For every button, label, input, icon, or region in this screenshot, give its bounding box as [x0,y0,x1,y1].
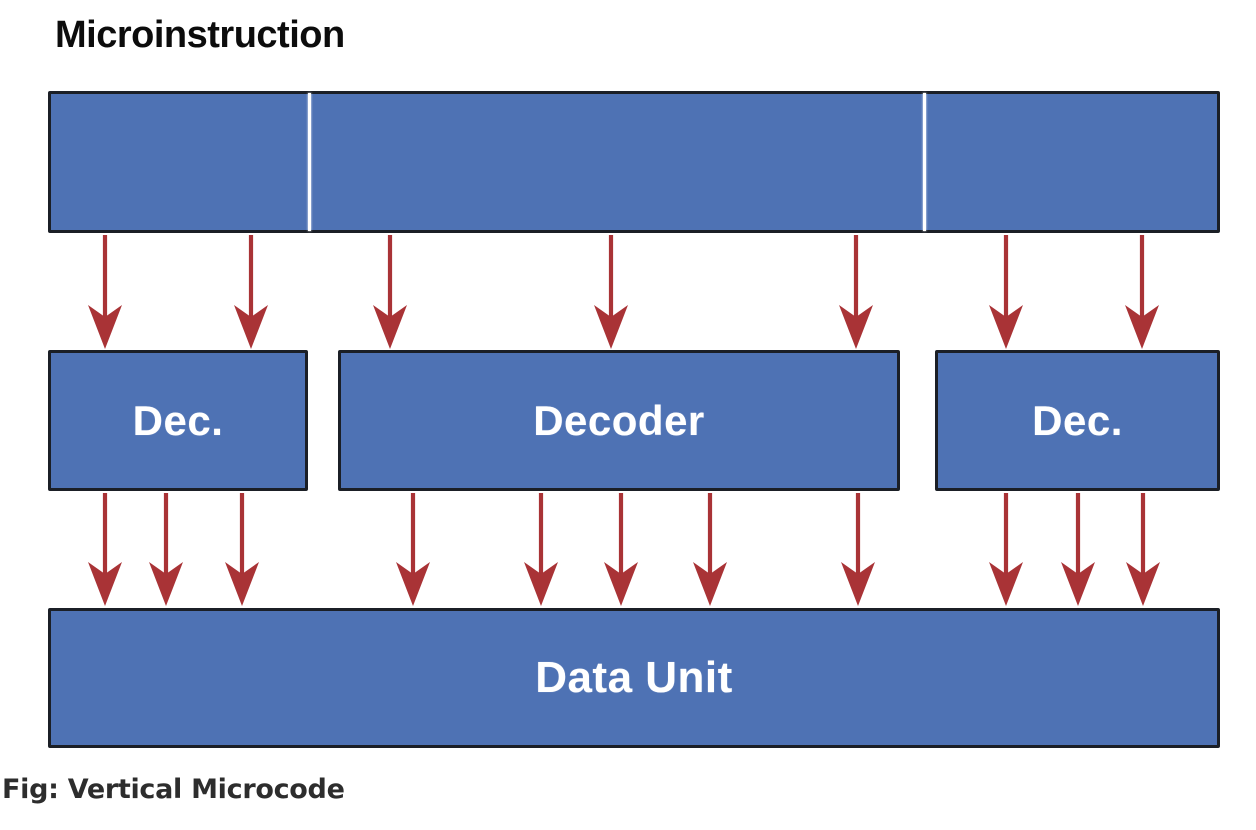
data-unit-label: Data Unit [535,653,733,702]
arrow-head [989,562,1023,606]
register-field-divider [923,93,926,231]
arrow-head [1061,562,1095,606]
diagram-title: Microinstruction [55,14,345,56]
data-unit-box: Data Unit [48,608,1220,748]
arrow-head [594,305,628,349]
arrow-head [373,305,407,349]
decoder-box-right: Dec. [935,350,1220,491]
decoder-box-right-label: Dec. [1032,396,1123,444]
decoder-box-middle-label: Decoder [533,396,705,444]
arrow-head [839,305,873,349]
arrow-head [524,562,558,606]
arrow-head [604,562,638,606]
decoder-box-left: Dec. [48,350,308,491]
arrow-head [88,305,122,349]
arrow-head [234,305,268,349]
decoder-box-middle: Decoder [338,350,900,491]
arrow-head [841,562,875,606]
arrow-head [1125,305,1159,349]
register-field-divider [308,93,311,231]
arrow-head [88,562,122,606]
arrow-head [225,562,259,606]
decoder-box-left-label: Dec. [132,396,224,444]
microinstruction-register [48,91,1220,233]
arrow-head [396,562,430,606]
arrow-head [1126,562,1160,606]
arrow-head [149,562,183,606]
arrow-head [989,305,1023,349]
figure-caption: Fig: Vertical Microcode [2,774,345,805]
arrow-head [693,562,727,606]
